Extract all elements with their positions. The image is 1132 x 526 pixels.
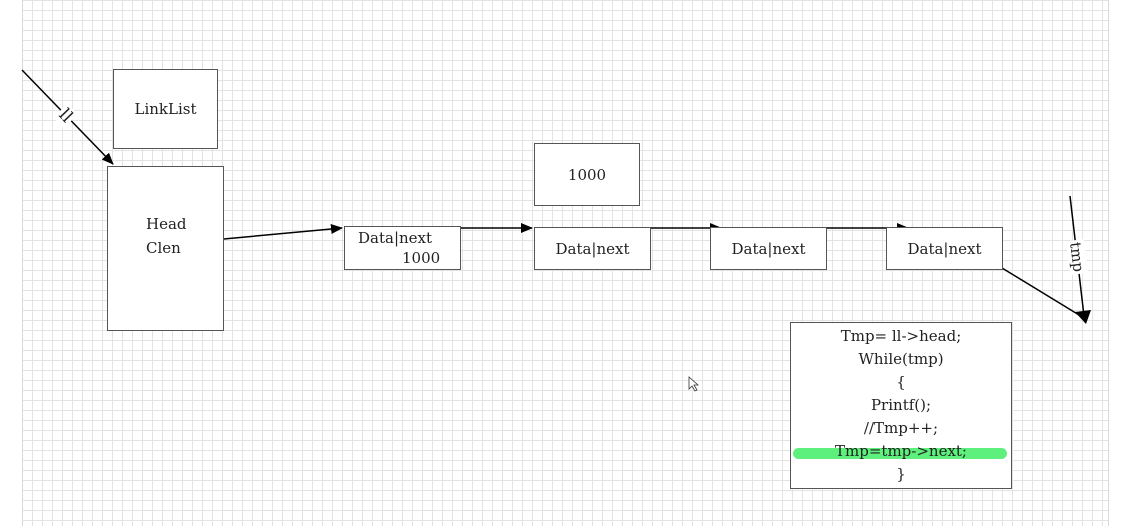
canvas-left-edge <box>22 0 23 526</box>
linklist-label: LinkList <box>134 100 197 118</box>
list-node-3: Data|next <box>710 227 827 270</box>
head-struct-box: Head Clen <box>107 166 224 331</box>
node4-to-null-arrow <box>1001 267 1085 319</box>
code-highlight <box>793 448 1007 459</box>
clen-field-label: Clen <box>146 239 181 257</box>
code-line-5: //Tmp++; <box>863 419 939 437</box>
node1-data-next-label: Data|next <box>358 229 433 247</box>
address-box: 1000 <box>534 143 640 206</box>
canvas-right-edge <box>1108 0 1109 526</box>
tmp-arrowhead <box>1075 310 1091 324</box>
head-field-label: Head <box>146 215 187 233</box>
node2-data-next-label: Data|next <box>555 239 630 258</box>
code-line-1: Tmp= ll->head; <box>840 327 962 345</box>
code-line-6: Tmp=tmp->next; <box>835 442 967 460</box>
node3-data-next-label: Data|next <box>731 239 806 258</box>
address-label: 1000 <box>567 165 607 184</box>
list-node-2: Data|next <box>534 227 651 270</box>
mouse-cursor-icon <box>688 376 700 392</box>
list-node-4: Data|next <box>886 227 1003 270</box>
code-line-2: While(tmp) <box>858 350 944 368</box>
node1-next-value: 1000 <box>402 249 441 267</box>
linklist-box: LinkList <box>113 69 218 149</box>
code-line-7: } <box>896 465 906 483</box>
code-line-3: { <box>896 373 906 391</box>
code-line-4: Printf(); <box>870 396 932 414</box>
list-node-1: Data|next 1000 <box>344 226 461 270</box>
code-snippet-box: Tmp= ll->head; While(tmp) { Printf(); //… <box>790 322 1012 489</box>
node4-data-next-label: Data|next <box>907 239 982 258</box>
